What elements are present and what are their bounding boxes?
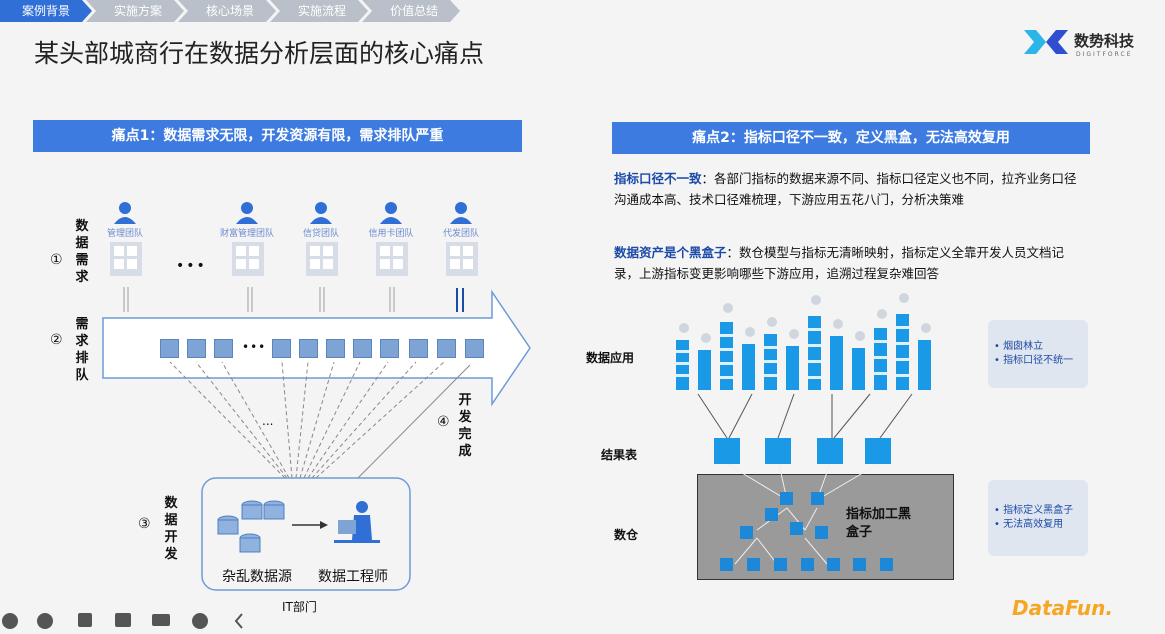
queue-item xyxy=(353,339,372,358)
queue-ellipsis: ••• xyxy=(242,340,267,354)
result-table xyxy=(714,438,740,464)
note-line: • 指标定义黑盒子 xyxy=(994,505,1074,516)
team-person-icon xyxy=(446,202,478,276)
pain-point-2-banner: 痛点2：指标口径不一致，定义黑盒，无法高效复用 xyxy=(612,122,1090,154)
warehouse-node xyxy=(780,492,793,505)
warehouse-node xyxy=(774,558,787,571)
queue-item xyxy=(272,339,291,358)
note-line: • 无法高效复用 xyxy=(994,519,1064,530)
pen-icon xyxy=(78,613,92,627)
breadcrumb-item-2[interactable]: 实施方案 xyxy=(86,0,184,22)
team-label: 财富管理团队 xyxy=(219,229,274,239)
chevron-left-icon xyxy=(234,613,243,629)
request-arrows xyxy=(123,287,395,312)
fan-lines xyxy=(169,361,445,479)
step-4-label: 开发完成 xyxy=(458,393,472,459)
digitforce-logo-icon xyxy=(1024,30,1068,54)
queue-item xyxy=(326,339,345,358)
note-line: • 指标口径不统一 xyxy=(994,355,1074,366)
warehouse-node xyxy=(720,558,733,571)
engineer-icon xyxy=(334,501,380,543)
chimney-apps-icon xyxy=(676,293,931,390)
team-person-icon xyxy=(376,202,408,276)
zoom-icon xyxy=(115,613,131,627)
pain-point-1-banner: 痛点1：数据需求无限，开发资源有限，需求排队严重 xyxy=(33,120,522,152)
logo-text: 数势科技 xyxy=(1074,32,1135,50)
engineer-label: 数据工程师 xyxy=(318,569,388,585)
camera-icon xyxy=(152,614,170,626)
warehouse-node xyxy=(827,558,840,571)
step-2-label: 需求排队 xyxy=(75,317,89,383)
step-3-number: ③ xyxy=(138,516,151,532)
step-4-number: ④ xyxy=(437,414,450,430)
logo-subtext: DIGITFORCE xyxy=(1076,51,1133,58)
breadcrumb-item-4[interactable]: 实施流程 xyxy=(270,0,368,22)
team-label: 信用卡团队 xyxy=(368,229,414,239)
team-label: 代发团队 xyxy=(442,229,479,239)
warehouse-node xyxy=(790,522,803,535)
queue-item xyxy=(187,339,206,358)
team-person-icon xyxy=(232,202,264,276)
it-department-box xyxy=(201,477,411,591)
team-label: 管理团队 xyxy=(106,229,143,239)
queue-item xyxy=(214,339,233,358)
breadcrumb-item-3[interactable]: 核心场景 xyxy=(178,0,276,22)
result-table xyxy=(865,438,891,464)
step-2-number: ② xyxy=(50,332,63,348)
warehouse-node xyxy=(740,526,753,539)
presentation-toolbar xyxy=(0,604,250,630)
team-label: 信贷团队 xyxy=(302,229,339,239)
team-ellipsis: ••• xyxy=(176,258,207,274)
breadcrumb-item-5[interactable]: 价值总结 xyxy=(362,0,460,22)
data-warehouse-label: 数仓 xyxy=(614,528,639,542)
queue-item xyxy=(437,339,456,358)
breadcrumb-item-1[interactable]: 案例背景 xyxy=(0,0,92,22)
queue-item xyxy=(409,339,428,358)
black-box-label: 指标加工黑盒子 xyxy=(846,507,912,540)
warehouse-node xyxy=(880,558,893,571)
result-table xyxy=(765,438,791,464)
pain-point-2-paragraph-1: 指标口径不一致：各部门指标的数据来源不同、指标口径定义也不同，拉齐业务口径沟通成… xyxy=(614,168,1089,210)
note-line: • 烟囱林立 xyxy=(994,341,1044,352)
para-1-text: ：各部门指标的数据来源不同、指标口径定义也不同，拉齐业务口径沟通成本高、技术口径… xyxy=(614,171,1077,207)
database-icon xyxy=(217,500,285,553)
fan-ellipsis: ... xyxy=(262,414,274,428)
step-3-label: 数据开发 xyxy=(164,496,178,562)
more-icon xyxy=(192,613,208,629)
warehouse-node xyxy=(801,558,814,571)
team-person-icon xyxy=(110,202,142,276)
warehouse-node xyxy=(853,558,866,571)
para-1-keyword: 指标口径不一致 xyxy=(614,171,702,186)
play-icon xyxy=(37,613,53,629)
pain-point-2-paragraph-2: 数据资产是个黑盒子：数仓模型与指标无清晰映射，指标定义全靠开发人员文档记录，上游… xyxy=(614,242,1089,284)
queue-item xyxy=(160,339,179,358)
para-2-keyword: 数据资产是个黑盒子 xyxy=(614,245,727,260)
result-table-label: 结果表 xyxy=(601,448,638,462)
note-blackbox: • 指标定义黑盒子 • 无法高效复用 xyxy=(988,480,1088,556)
warehouse-node xyxy=(747,558,760,571)
datafun-logo: DataFun. xyxy=(1012,596,1113,620)
toolbar-icons xyxy=(2,613,243,629)
data-app-label: 数据应用 xyxy=(586,351,635,365)
team-person-icon xyxy=(306,202,338,276)
queue-item xyxy=(380,339,399,358)
page-title: 某头部城商行在数据分析层面的核心痛点 xyxy=(34,39,485,68)
para-2-text: ：数仓模型与指标无清晰映射，指标定义全靠开发人员文档记录，上游指标变更影响哪些下… xyxy=(614,245,1065,281)
queue-item xyxy=(299,339,318,358)
step-1-label: 数据需求 xyxy=(75,219,89,285)
queue-flow-diagram xyxy=(102,287,531,591)
note-chimneys: • 烟囱林立 • 指标口径不统一 xyxy=(988,320,1088,388)
prev-icon xyxy=(2,613,18,629)
warehouse-node xyxy=(765,508,778,521)
warehouse-node xyxy=(811,492,824,505)
sources-label: 杂乱数据源 xyxy=(222,569,292,585)
warehouse-node xyxy=(815,526,828,539)
breadcrumb: 案例背景 实施方案 核心场景 实施流程 价值总结 xyxy=(0,0,454,22)
step-1-number: ① xyxy=(50,252,63,268)
lineage-arrows xyxy=(697,393,913,439)
queue-item xyxy=(465,339,484,358)
it-department-label: IT部门 xyxy=(282,600,317,614)
result-table xyxy=(817,438,843,464)
